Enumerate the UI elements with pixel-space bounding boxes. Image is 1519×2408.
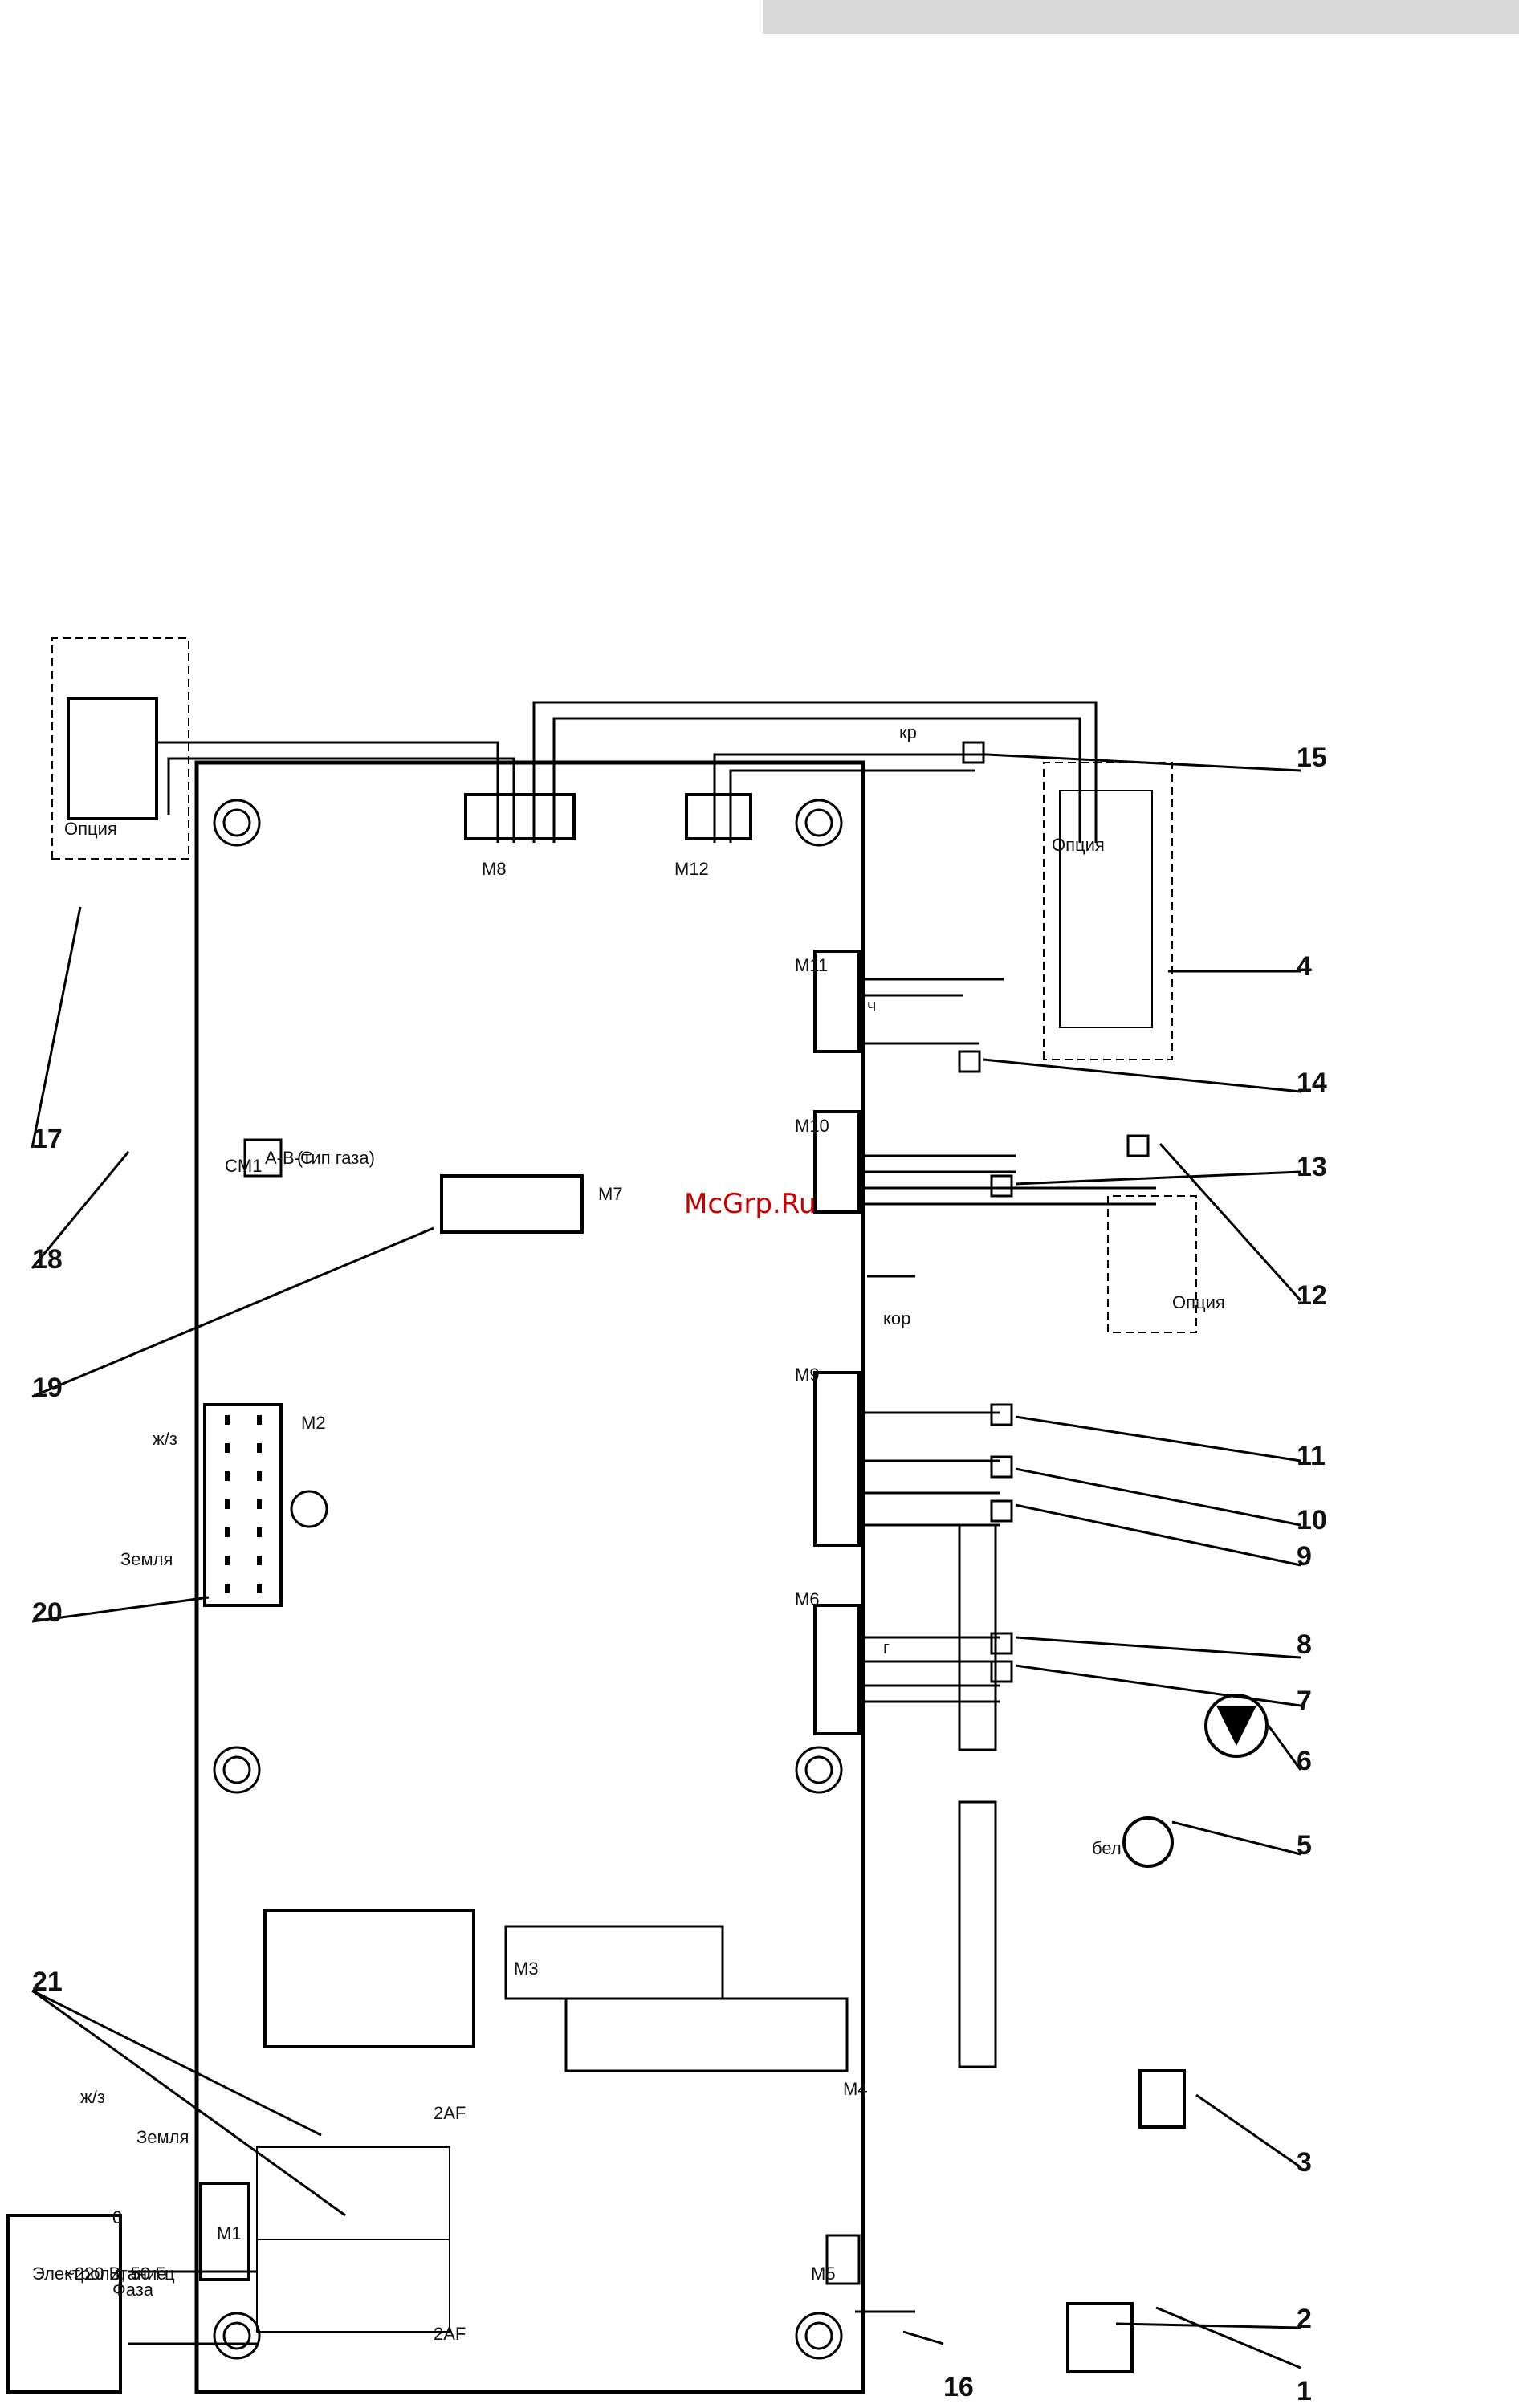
label-M8: M8 xyxy=(482,859,507,879)
callout-8: 8 xyxy=(1297,1629,1312,1660)
power-line-1: Электропитание xyxy=(32,2264,167,2284)
label-gas-type-2: (тип газа) xyxy=(297,1148,375,1168)
power-supply-box xyxy=(6,2214,122,2394)
label-M12: M12 xyxy=(674,859,709,879)
option-box-4 xyxy=(1043,762,1173,1060)
connector-CM1 xyxy=(243,1138,283,1178)
label-ground: Земля xyxy=(120,1549,173,1569)
callout-20: 20 xyxy=(32,1597,63,1628)
connector-M11 xyxy=(813,950,861,1053)
callout-19: 19 xyxy=(32,1373,63,1403)
label-M5: M5 xyxy=(811,2264,836,2284)
callout-17: 17 xyxy=(32,1124,63,1154)
label-M11: M11 xyxy=(795,955,828,975)
option-box-12 xyxy=(1107,1195,1197,1333)
fan-symbol xyxy=(1122,1816,1174,1868)
callout-15: 15 xyxy=(1297,742,1327,773)
connector-M9 xyxy=(813,1371,861,1547)
power-zero: 0 xyxy=(112,2207,122,2227)
label-option-3: Опция xyxy=(1172,1292,1225,1312)
connector-M6 xyxy=(813,1604,861,1735)
connector-M2 xyxy=(203,1403,283,1607)
callout-2: 2 xyxy=(1297,2304,1312,2334)
callout-1: 1 xyxy=(1297,2376,1312,2406)
callout-21: 21 xyxy=(32,1967,63,1997)
label-M4: M4 xyxy=(843,2079,868,2099)
label-M9: M9 xyxy=(795,1365,820,1385)
label-M3: M3 xyxy=(514,1959,539,1979)
connector-M4-external xyxy=(958,1800,997,2068)
callout-18: 18 xyxy=(32,1244,63,1275)
pump-symbol xyxy=(1204,1694,1269,1758)
control-board xyxy=(194,760,865,2394)
label-CM1: CM1 xyxy=(225,1156,262,1176)
connector-M5 xyxy=(825,2234,861,2285)
power-phase: Фаза xyxy=(112,2280,154,2300)
label-M7: M7 xyxy=(598,1184,623,1204)
wire-g: г xyxy=(883,1637,890,1658)
label-gas-type-1: А-В-С xyxy=(265,1148,313,1168)
label-M1: M1 xyxy=(217,2223,242,2243)
connector-M1 xyxy=(199,2182,250,2281)
callout-lines xyxy=(31,753,1302,2369)
callout-12: 12 xyxy=(1297,1280,1327,1311)
wire-kr: кр xyxy=(899,722,917,742)
connector-M7 xyxy=(440,1174,584,1234)
label-option-2: Опция xyxy=(1052,835,1105,855)
ignition-unit xyxy=(1066,2302,1134,2373)
callout-3: 3 xyxy=(1297,2147,1312,2178)
label-option-1: Опция xyxy=(64,819,117,839)
connector-M10 xyxy=(813,1110,861,1214)
option-box-4-inner xyxy=(1059,790,1153,1028)
connector-M8 xyxy=(464,793,576,840)
pump-arrow xyxy=(1216,1706,1256,1746)
connector-M12 xyxy=(685,793,752,840)
fuse-right xyxy=(256,2146,450,2240)
power-wire: ж/з xyxy=(80,2087,105,2107)
wires xyxy=(128,701,1156,2345)
option-box-room-thermostat xyxy=(51,637,189,860)
callout-6: 6 xyxy=(1297,1746,1312,1776)
wire-kor: кор xyxy=(883,1308,910,1328)
gas-valve xyxy=(1138,2069,1186,2129)
mounting-holes xyxy=(213,799,843,2360)
transformer-block xyxy=(263,1909,475,2048)
label-M6: M6 xyxy=(795,1589,820,1609)
label-M2: M2 xyxy=(301,1413,326,1433)
callout-16: 16 xyxy=(943,2372,974,2402)
callout-10: 10 xyxy=(1297,1505,1327,1536)
label-yellow-green: ж/з xyxy=(153,1429,177,1449)
callout-4: 4 xyxy=(1297,951,1312,982)
connector-M4-board xyxy=(564,1997,849,2072)
callout-11: 11 xyxy=(1297,1441,1326,1471)
callout-7: 7 xyxy=(1297,1686,1312,1716)
label-fuse-left: 2AF xyxy=(434,2324,466,2344)
callout-9: 9 xyxy=(1297,1541,1312,1572)
power-line-2: ~220 В, 50 Гц xyxy=(64,2264,175,2284)
wire-bel: бел xyxy=(1092,1838,1122,1858)
ground-symbol xyxy=(290,1490,328,1528)
label-fuse-right: 2AF xyxy=(434,2103,466,2123)
wire-ch: ч xyxy=(867,995,876,1015)
callout-13: 13 xyxy=(1297,1152,1327,1182)
watermark: McGrp.Ru xyxy=(684,1188,817,1220)
callout-14: 14 xyxy=(1297,1068,1327,1098)
sensor-symbols xyxy=(958,741,1150,1683)
label-M10: M10 xyxy=(795,1116,829,1136)
callout-5: 5 xyxy=(1297,1830,1312,1861)
power-ground: Земля xyxy=(136,2127,189,2147)
top-bar xyxy=(763,0,1519,34)
